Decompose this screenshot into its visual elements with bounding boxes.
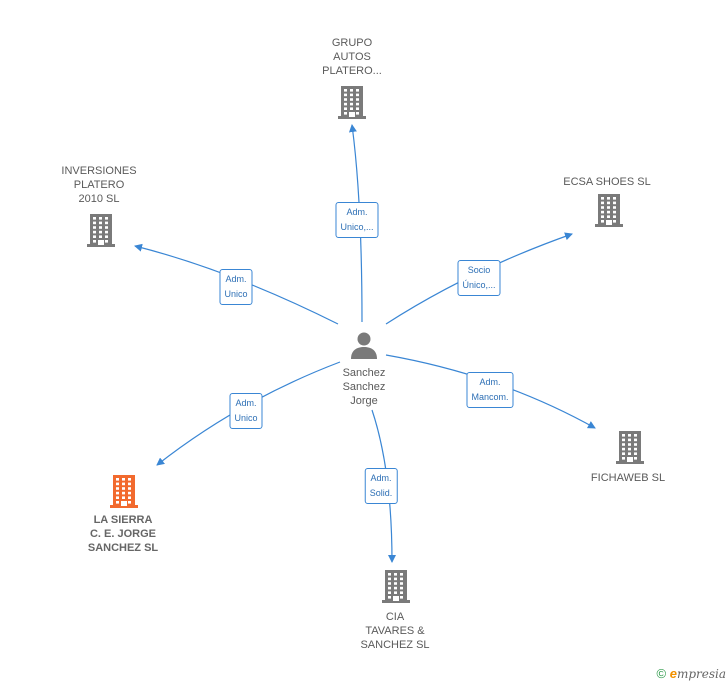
node-label-inversiones[interactable]: INVERSIONES PLATERO 2010 SL xyxy=(61,165,137,205)
edge-label-fichaweb[interactable]: Adm. Mancom. xyxy=(466,372,514,408)
ecsa-building-icon[interactable] xyxy=(593,192,625,228)
node-label-sierra[interactable]: LA SIERRA C. E. JORGE SANCHEZ SL xyxy=(87,514,159,554)
node-label-grupo[interactable]: GRUPO AUTOS PLATERO... xyxy=(322,37,382,77)
edge-label-cia[interactable]: Adm. Solid. xyxy=(364,468,398,504)
person-name[interactable]: Sanchez Sanchez Jorge xyxy=(342,367,386,407)
edge-label-grupo[interactable]: Adm. Unico,... xyxy=(335,202,379,238)
empresia-logo: © empresia xyxy=(656,666,726,681)
edge-label-ecsa[interactable]: Socio Único,... xyxy=(457,260,501,296)
inversiones-building-icon[interactable] xyxy=(85,212,117,248)
edge-label-inversiones[interactable]: Adm. Unico xyxy=(219,269,253,305)
node-label-ecsa[interactable]: ECSA SHOES SL xyxy=(563,176,651,188)
node-label-fichaweb[interactable]: FICHAWEB SL xyxy=(590,472,666,484)
grupo-building-icon[interactable] xyxy=(336,84,368,120)
sierra-building-icon[interactable] xyxy=(108,473,140,509)
cia-building-icon[interactable] xyxy=(380,568,412,604)
node-label-cia[interactable]: CIA TAVARES & SANCHEZ SL xyxy=(360,611,430,651)
person-icon[interactable] xyxy=(349,330,379,360)
fichaweb-building-icon[interactable] xyxy=(614,429,646,465)
edge-label-sierra[interactable]: Adm. Unico xyxy=(229,393,263,429)
